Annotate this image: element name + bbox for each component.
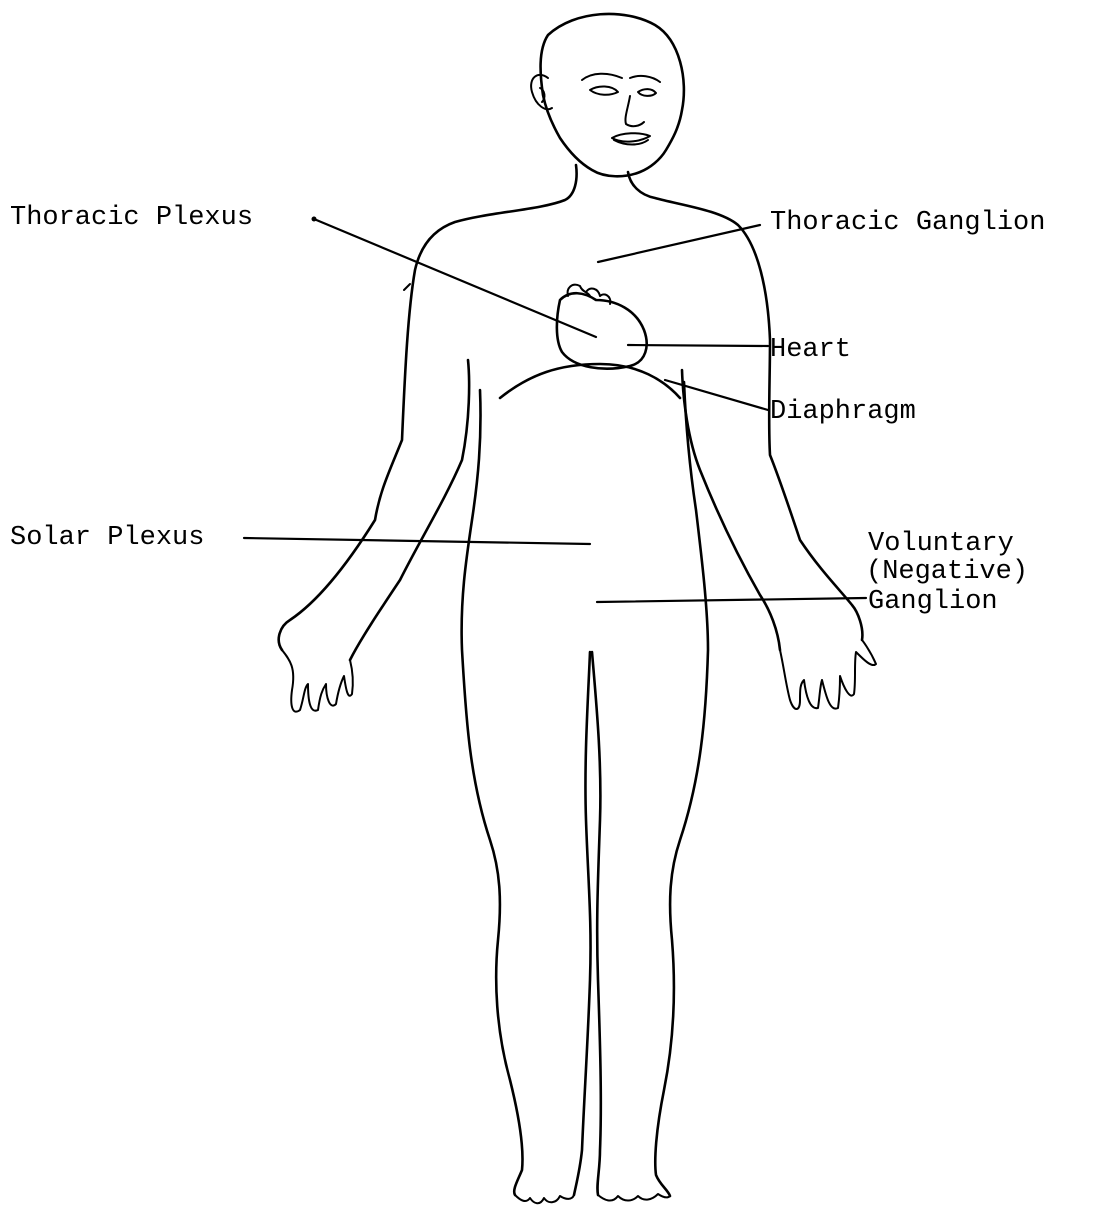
head	[531, 14, 684, 176]
leader-dot	[312, 217, 317, 222]
shoulder-tick	[404, 284, 410, 290]
label-heart: Heart	[770, 336, 851, 364]
leader-heart	[628, 345, 768, 346]
body-outline	[279, 165, 876, 1203]
leader-voluntary-ganglion	[597, 598, 866, 602]
label-voluntary-line3: Ganglion	[868, 588, 998, 616]
diaphragm-line	[500, 364, 680, 398]
label-voluntary-line2: (Negative)	[866, 558, 1028, 586]
label-solar-plexus: Solar Plexus	[10, 524, 204, 552]
leader-thoracic-plexus	[314, 219, 596, 337]
leader-diaphragm	[665, 380, 768, 410]
label-diaphragm: Diaphragm	[770, 398, 916, 426]
label-thoracic-ganglion: Thoracic Ganglion	[770, 209, 1045, 237]
label-thoracic-plexus: Thoracic Plexus	[10, 204, 253, 232]
leader-solar-plexus	[244, 538, 590, 544]
label-voluntary-line1: Voluntary	[868, 530, 1014, 558]
leader-thoracic-ganglion	[598, 225, 760, 262]
